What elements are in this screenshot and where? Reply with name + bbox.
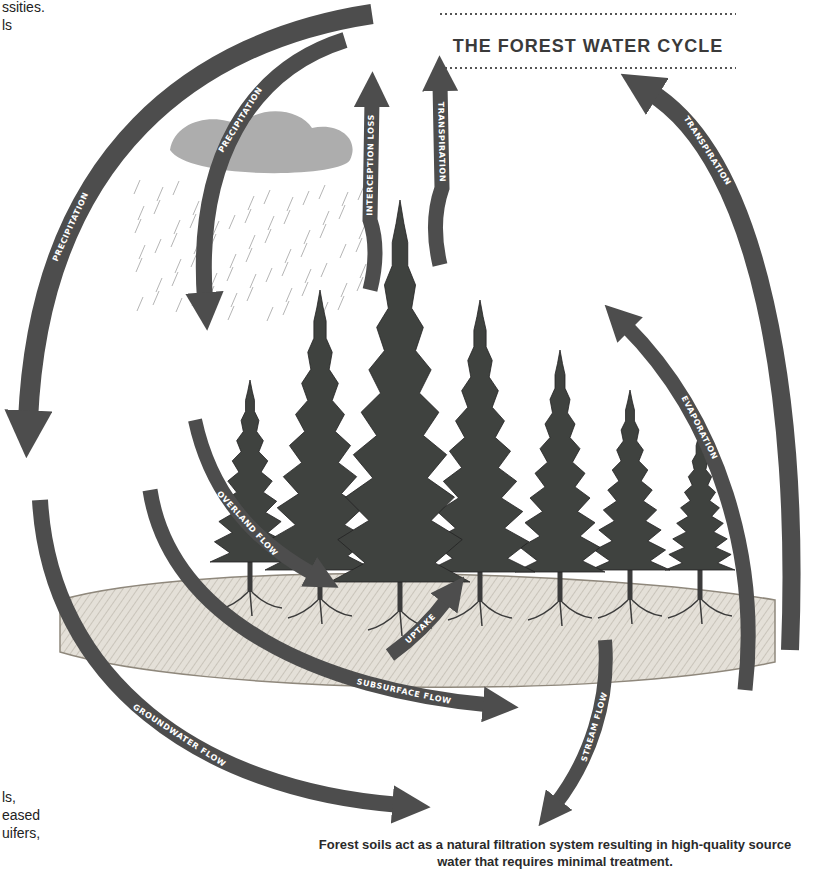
tree-roots: [668, 600, 732, 624]
rain-streak: [284, 210, 290, 224]
rain-streak: [193, 201, 199, 215]
rain-streak: [266, 268, 272, 282]
rain-streak: [319, 185, 325, 199]
rain-streak: [320, 224, 326, 238]
flow-label: INTERCEPTION LOSS: [366, 114, 376, 216]
text-fragment: ls,: [2, 790, 16, 805]
rain-streak: [154, 200, 160, 214]
spruce-trees: [210, 200, 735, 636]
rain-cloud: [170, 111, 353, 173]
precipitation-arrow: [204, 40, 345, 300]
rain-streak: [134, 180, 140, 194]
rain-streak: [157, 187, 163, 201]
rain-streak: [137, 297, 143, 311]
rain-streak: [359, 225, 365, 239]
spruce-tree: [330, 200, 470, 636]
evaporation-arrow: [625, 325, 748, 690]
title-rule: [440, 67, 736, 69]
rain-streak: [175, 259, 181, 273]
rain-streak: [264, 190, 270, 204]
rain-streak: [286, 288, 292, 302]
groundwater-flow-arrow: [40, 500, 400, 805]
rain-streak: [302, 282, 308, 296]
tree-roots: [288, 600, 352, 624]
subsurface-flow-arrow: [150, 490, 490, 705]
text-fragment: ls: [2, 18, 12, 33]
rain-streak: [305, 269, 311, 283]
rain-streak: [176, 298, 182, 312]
rain-streak: [190, 214, 196, 228]
rain-streak: [246, 248, 252, 262]
rain-streak: [153, 291, 159, 305]
rain-streak: [156, 278, 162, 292]
rain-streak: [171, 233, 177, 247]
text-fragment: uifers,: [2, 826, 40, 841]
tree-crown: [590, 390, 670, 570]
rain-streak: [139, 245, 145, 259]
caption: Forest soils act as a natural filtration…: [315, 836, 795, 870]
diagram-title: THE FOREST WATER CYCLE: [440, 36, 736, 57]
rain-streaks: [134, 180, 366, 321]
rain-streak: [173, 181, 179, 195]
rain-streak: [136, 258, 142, 272]
uptake-arrow: [390, 598, 448, 655]
forest-soil: [60, 574, 775, 688]
rain-streak: [342, 192, 348, 206]
rain-streak: [287, 197, 293, 211]
rain-streak: [323, 211, 329, 225]
flow-label: GROUNDWATER FLOW: [131, 704, 227, 770]
rain-streak: [341, 283, 347, 297]
title-rule: [440, 13, 736, 15]
tree-roots: [598, 600, 662, 624]
rain-streak: [267, 307, 273, 321]
rain-streak: [245, 209, 251, 223]
rain-streak: [321, 263, 327, 277]
rain-streak: [265, 229, 271, 243]
rain-streak: [303, 191, 309, 205]
rain-streak: [172, 272, 178, 286]
rain-streak: [283, 301, 289, 315]
tree-roots: [448, 602, 512, 626]
text-fragment: eased: [2, 808, 40, 823]
rain-streak: [282, 262, 288, 276]
rain-streak: [340, 244, 346, 258]
rain-streak: [356, 238, 362, 252]
rain-streak: [250, 274, 256, 288]
rain-streak: [135, 219, 141, 233]
rain-streak: [360, 264, 366, 278]
rain-streak: [230, 254, 236, 268]
rain-streak: [357, 277, 363, 291]
rain-streak: [338, 296, 344, 310]
tree-crown: [515, 350, 605, 572]
overland-flow-arrow: [195, 420, 315, 575]
rain-streak: [249, 235, 255, 249]
rain-streak: [301, 243, 307, 257]
rain-streak: [248, 196, 254, 210]
flow-label: TRANSPIRATION: [682, 115, 732, 187]
rain-streak: [231, 293, 237, 307]
rain-streak: [304, 230, 310, 244]
rain-streak: [138, 206, 144, 220]
tree-roots: [528, 602, 592, 626]
rain-streak: [268, 216, 274, 230]
rain-streak: [155, 239, 161, 253]
rain-streak: [227, 267, 233, 281]
rain-streak: [285, 249, 291, 263]
rain-streak: [174, 220, 180, 234]
flow-label: TRANSPIRATION: [436, 102, 446, 183]
spruce-tree: [665, 430, 735, 624]
spruce-tree: [590, 390, 670, 624]
text-fragment: ssities.: [2, 0, 45, 15]
spruce-tree: [515, 350, 605, 626]
rain-streak: [339, 205, 345, 219]
spruce-tree: [210, 380, 290, 616]
rain-streak: [247, 287, 253, 301]
rain-streak: [229, 215, 235, 229]
flow-arrows: [28, 14, 791, 805]
rain-streak: [228, 306, 234, 320]
tree-crown: [330, 200, 470, 582]
precipitation-arrow: [28, 14, 372, 420]
